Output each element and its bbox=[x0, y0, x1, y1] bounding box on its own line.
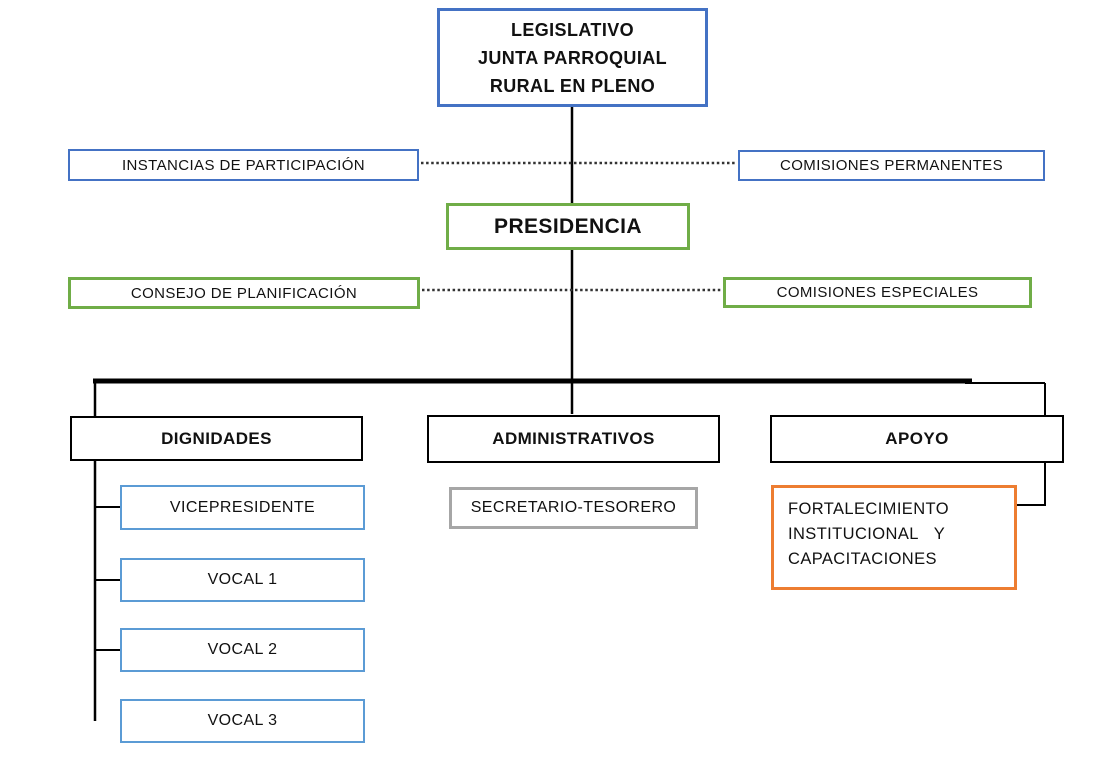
node-vocal-3: VOCAL 3 bbox=[120, 699, 365, 743]
node-comisiones-especiales: COMISIONES ESPECIALES bbox=[723, 277, 1032, 308]
node-dignidades: DIGNIDADES bbox=[70, 416, 363, 461]
node-instancias-de-participacion: INSTANCIAS DE PARTICIPACIÓN bbox=[68, 149, 419, 181]
node-consejo-de-planificacion: CONSEJO DE PLANIFICACIÓN bbox=[68, 277, 420, 309]
node-vicepresidente: VICEPRESIDENTE bbox=[120, 485, 365, 530]
node-legislativo-junta-parroquial: LEGISLATIVO JUNTA PARROQUIAL RURAL EN PL… bbox=[437, 8, 708, 107]
node-presidencia: PRESIDENCIA bbox=[446, 203, 690, 250]
node-fortalecimiento-institucional: FORTALECIMIENTO INSTITUCIONAL Y CAPACITA… bbox=[771, 485, 1017, 590]
node-comisiones-permanentes: COMISIONES PERMANENTES bbox=[738, 150, 1045, 181]
node-secretario-tesorero: SECRETARIO-TESORERO bbox=[449, 487, 698, 529]
node-apoyo: APOYO bbox=[770, 415, 1064, 463]
node-administrativos: ADMINISTRATIVOS bbox=[427, 415, 720, 463]
node-vocal-2: VOCAL 2 bbox=[120, 628, 365, 672]
node-vocal-1: VOCAL 1 bbox=[120, 558, 365, 602]
